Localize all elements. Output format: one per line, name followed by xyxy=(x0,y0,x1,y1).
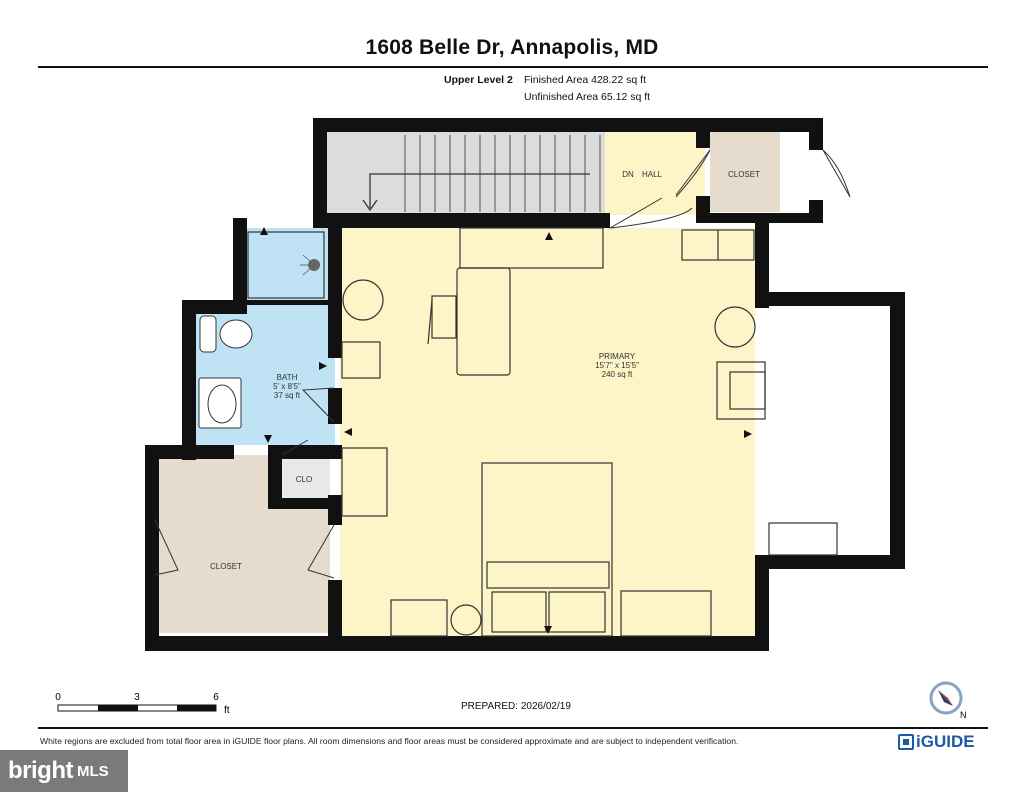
primary-furniture xyxy=(341,227,838,637)
header-rule xyxy=(38,66,988,68)
hall-label: HALL xyxy=(642,170,663,179)
clo-fill[interactable] xyxy=(282,455,330,503)
bath-room-dims: 5' x 8'5" xyxy=(273,382,301,391)
primary-room-name: PRIMARY xyxy=(599,352,636,361)
scale-tick-3: 3 xyxy=(134,692,140,703)
scale-tick-6: 6 xyxy=(213,692,219,703)
closet-left-label: CLOSET xyxy=(210,562,242,571)
scale-tick-0: 0 xyxy=(55,692,61,703)
toilet-tank xyxy=(199,315,217,353)
stair-arrow-head xyxy=(362,199,378,212)
primary-room-area: 240 sq ft xyxy=(602,370,633,379)
watermark-sub: MLS xyxy=(76,762,109,780)
clo-label: CLO xyxy=(296,475,312,484)
direction-markers xyxy=(260,227,752,634)
scale-bar: 0 3 6 ft xyxy=(55,692,230,716)
door-swings xyxy=(154,149,851,579)
compass-icon: N xyxy=(929,681,967,720)
bright-mls-watermark: bright MLS xyxy=(0,750,128,792)
iguide-logo-icon xyxy=(898,734,914,750)
shower-pan xyxy=(247,231,325,299)
bath-room-name: BATH xyxy=(277,373,298,382)
stair-direction-arrow xyxy=(369,173,590,208)
hall-fill[interactable] xyxy=(605,132,705,215)
primary-room-fill[interactable] xyxy=(340,228,755,636)
shower-spray-lines xyxy=(300,254,311,276)
bath-room-area: 37 sq ft xyxy=(274,391,301,400)
disclaimer-text: White regions are excluded from total fl… xyxy=(40,736,739,746)
prepared-date: PREPARED: 2026/02/19 xyxy=(461,701,571,712)
toilet-icon xyxy=(219,319,253,349)
page-title: 1608 Belle Dr, Annapolis, MD xyxy=(365,36,659,59)
iguide-logo-text: iGUIDE xyxy=(916,732,975,751)
unfinished-area-label: Unfinished Area 65.12 sq ft xyxy=(524,91,651,103)
scale-bar-segment xyxy=(98,705,138,711)
iguide-logo: iGUIDE xyxy=(898,732,975,752)
scale-bar-segment xyxy=(177,705,216,711)
level-label: Upper Level 2 xyxy=(444,74,513,86)
dn-label: DN xyxy=(622,170,634,179)
closet-top-fill[interactable] xyxy=(710,132,780,212)
footer-rule xyxy=(38,727,988,729)
floor-plan: PRIMARY 15'7" x 15'5" 240 sq ft BATH 5' … xyxy=(145,118,905,651)
shower-drain-icon xyxy=(308,259,320,271)
compass-north-label: N xyxy=(960,710,967,720)
finished-area-label: Finished Area 428.22 sq ft xyxy=(524,74,646,86)
closet-top-label: CLOSET xyxy=(728,170,760,179)
primary-room-dims: 15'7" x 15'5" xyxy=(595,361,639,370)
scale-unit: ft xyxy=(224,705,230,716)
watermark-main: bright xyxy=(8,757,73,784)
sink-icon xyxy=(207,384,237,424)
walls xyxy=(145,118,905,651)
